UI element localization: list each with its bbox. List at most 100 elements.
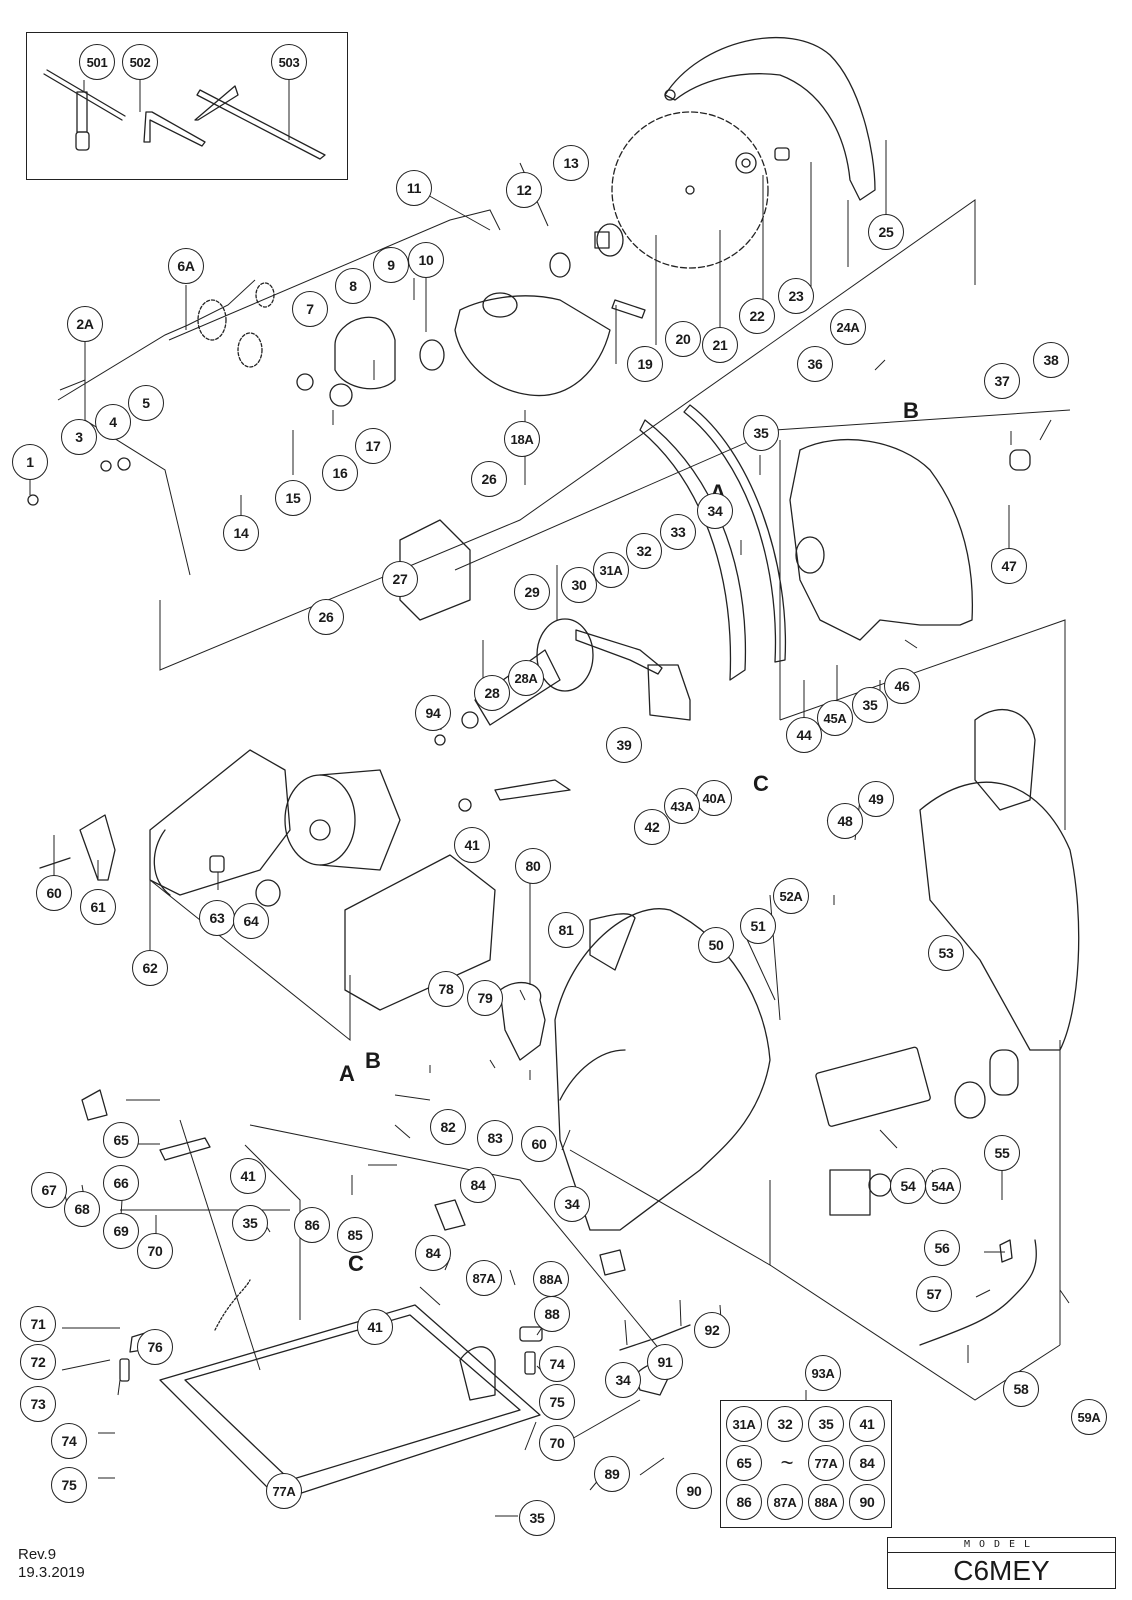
- part-callout-42[interactable]: 42: [634, 809, 670, 845]
- part-callout-79[interactable]: 79: [467, 980, 503, 1016]
- part-callout-35[interactable]: 35: [232, 1205, 268, 1241]
- part-callout-83[interactable]: 83: [477, 1120, 513, 1156]
- part-callout-60[interactable]: 60: [36, 875, 72, 911]
- part-callout-73[interactable]: 73: [20, 1386, 56, 1422]
- part-callout-65[interactable]: 65: [103, 1122, 139, 1158]
- part-callout-18a[interactable]: 18A: [504, 421, 540, 457]
- part-callout-63[interactable]: 63: [199, 900, 235, 936]
- part-callout-11[interactable]: 11: [396, 170, 432, 206]
- part-callout-74[interactable]: 74: [51, 1423, 87, 1459]
- part-callout-13[interactable]: 13: [553, 145, 589, 181]
- part-callout-44[interactable]: 44: [786, 717, 822, 753]
- part-callout-82[interactable]: 82: [430, 1109, 466, 1145]
- kit-item-84[interactable]: 84: [849, 1445, 885, 1481]
- part-callout-78[interactable]: 78: [428, 971, 464, 1007]
- part-callout-40a[interactable]: 40A: [696, 780, 732, 816]
- part-callout-93a[interactable]: 93A: [805, 1355, 841, 1391]
- part-callout-89[interactable]: 89: [594, 1456, 630, 1492]
- part-callout-36[interactable]: 36: [797, 346, 833, 382]
- part-callout-80[interactable]: 80: [515, 848, 551, 884]
- part-callout-94[interactable]: 94: [415, 695, 451, 731]
- part-callout-2a[interactable]: 2A: [67, 306, 103, 342]
- part-callout-3[interactable]: 3: [61, 419, 97, 455]
- part-callout-70[interactable]: 70: [137, 1233, 173, 1269]
- part-callout-34[interactable]: 34: [697, 493, 733, 529]
- part-callout-49[interactable]: 49: [858, 781, 894, 817]
- kit-item-88a[interactable]: 88A: [808, 1484, 844, 1520]
- part-callout-75[interactable]: 75: [539, 1384, 575, 1420]
- part-callout-64[interactable]: 64: [233, 903, 269, 939]
- part-callout-34[interactable]: 34: [554, 1186, 590, 1222]
- part-callout-6a[interactable]: 6A: [168, 248, 204, 284]
- part-callout-35[interactable]: 35: [852, 687, 888, 723]
- part-callout-8[interactable]: 8: [335, 268, 371, 304]
- part-callout-50[interactable]: 50: [698, 927, 734, 963]
- part-callout-45a[interactable]: 45A: [817, 700, 853, 736]
- kit-item-77a[interactable]: 77A: [808, 1445, 844, 1481]
- part-callout-86[interactable]: 86: [294, 1207, 330, 1243]
- part-callout-81[interactable]: 81: [548, 912, 584, 948]
- part-callout-61[interactable]: 61: [80, 889, 116, 925]
- kit-item-87a[interactable]: 87A: [767, 1484, 803, 1520]
- part-callout-84[interactable]: 84: [415, 1235, 451, 1271]
- part-callout-10[interactable]: 10: [408, 242, 444, 278]
- part-callout-23[interactable]: 23: [778, 278, 814, 314]
- part-callout-91[interactable]: 91: [647, 1344, 683, 1380]
- part-callout-62[interactable]: 62: [132, 950, 168, 986]
- kit-item-65[interactable]: 65: [726, 1445, 762, 1481]
- part-callout-41[interactable]: 41: [230, 1158, 266, 1194]
- part-callout-39[interactable]: 39: [606, 727, 642, 763]
- part-callout-67[interactable]: 67: [31, 1172, 67, 1208]
- part-callout-56[interactable]: 56: [924, 1230, 960, 1266]
- part-callout-53[interactable]: 53: [928, 935, 964, 971]
- part-callout-29[interactable]: 29: [514, 574, 550, 610]
- kit-item-41[interactable]: 41: [849, 1406, 885, 1442]
- part-callout-48[interactable]: 48: [827, 803, 863, 839]
- part-callout-5[interactable]: 5: [128, 385, 164, 421]
- part-callout-66[interactable]: 66: [103, 1165, 139, 1201]
- part-callout-38[interactable]: 38: [1033, 342, 1069, 378]
- part-callout-35[interactable]: 35: [519, 1500, 555, 1536]
- kit-item-32[interactable]: 32: [767, 1406, 803, 1442]
- part-callout-14[interactable]: 14: [223, 515, 259, 551]
- part-callout-54[interactable]: 54: [890, 1168, 926, 1204]
- part-callout-7[interactable]: 7: [292, 291, 328, 327]
- part-callout-25[interactable]: 25: [868, 214, 904, 250]
- part-callout-69[interactable]: 69: [103, 1213, 139, 1249]
- part-callout-30[interactable]: 30: [561, 567, 597, 603]
- kit-item-31a[interactable]: 31A: [726, 1406, 762, 1442]
- part-callout-37[interactable]: 37: [984, 363, 1020, 399]
- part-callout-43a[interactable]: 43A: [664, 788, 700, 824]
- part-callout-32[interactable]: 32: [626, 533, 662, 569]
- part-callout-12[interactable]: 12: [506, 172, 542, 208]
- part-callout-74[interactable]: 74: [539, 1346, 575, 1382]
- part-callout-22[interactable]: 22: [739, 298, 775, 334]
- kit-item-35[interactable]: 35: [808, 1406, 844, 1442]
- part-callout-31a[interactable]: 31A: [593, 552, 629, 588]
- part-callout-76[interactable]: 76: [137, 1329, 173, 1365]
- part-callout-68[interactable]: 68: [64, 1191, 100, 1227]
- part-callout-51[interactable]: 51: [740, 908, 776, 944]
- kit-item-90[interactable]: 90: [849, 1484, 885, 1520]
- part-callout-85[interactable]: 85: [337, 1217, 373, 1253]
- part-callout-24a[interactable]: 24A: [830, 309, 866, 345]
- part-callout-59a[interactable]: 59A: [1071, 1399, 1107, 1435]
- part-callout-77a[interactable]: 77A: [266, 1473, 302, 1509]
- part-callout-92[interactable]: 92: [694, 1312, 730, 1348]
- part-callout-4[interactable]: 4: [95, 404, 131, 440]
- part-callout-88[interactable]: 88: [534, 1296, 570, 1332]
- part-callout-72[interactable]: 72: [20, 1344, 56, 1380]
- part-callout-27[interactable]: 27: [382, 561, 418, 597]
- part-callout-15[interactable]: 15: [275, 480, 311, 516]
- part-callout-41[interactable]: 41: [454, 827, 490, 863]
- part-callout-60[interactable]: 60: [521, 1126, 557, 1162]
- part-callout-57[interactable]: 57: [916, 1276, 952, 1312]
- part-callout-501[interactable]: 501: [79, 44, 115, 80]
- part-callout-9[interactable]: 9: [373, 247, 409, 283]
- part-callout-55[interactable]: 55: [984, 1135, 1020, 1171]
- part-callout-35[interactable]: 35: [743, 415, 779, 451]
- part-callout-21[interactable]: 21: [702, 327, 738, 363]
- part-callout-502[interactable]: 502: [122, 44, 158, 80]
- part-callout-28a[interactable]: 28A: [508, 660, 544, 696]
- part-callout-70[interactable]: 70: [539, 1425, 575, 1461]
